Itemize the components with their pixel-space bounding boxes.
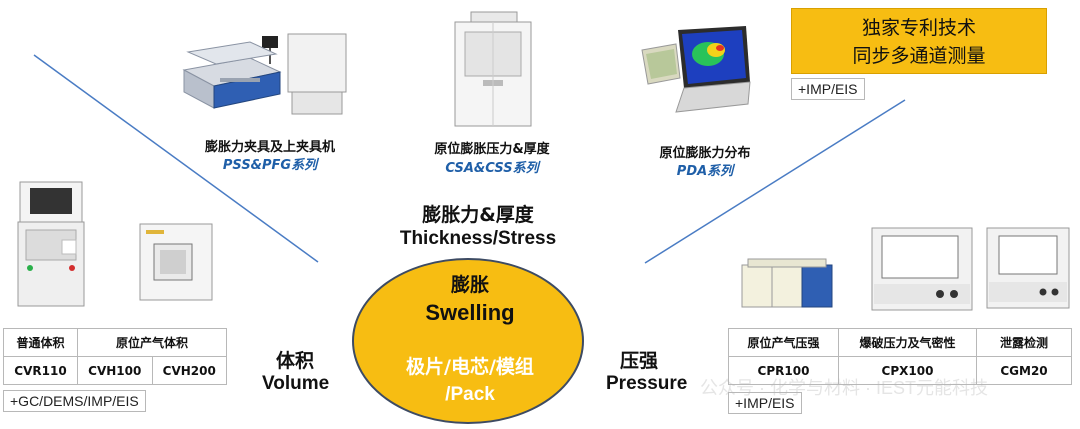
volume-header-insitu: 原位产气体积 — [77, 328, 227, 357]
distribution-caption-series: PDA系列 — [676, 164, 734, 179]
pressure-addon-note: +IMP/EIS — [728, 392, 802, 414]
pressure-model-cgm20: CGM20 — [976, 356, 1072, 385]
fixture-caption-series: PSS&PFG系列 — [222, 158, 318, 173]
right-connector-line — [644, 99, 906, 264]
pressure-label-cn: 压强 — [620, 350, 659, 372]
swelling-label-en: Swelling — [425, 300, 515, 325]
chamber-machine-image — [454, 11, 532, 127]
volume-tester-small-image — [139, 223, 213, 301]
pressure-model-cpr100: CPR100 — [728, 356, 839, 385]
thickness-stress-label-cn: 膨胀力&厚度 — [422, 204, 534, 226]
swelling-core-ellipse: 膨胀 Swelling 极片/电芯/模组 /Pack — [352, 258, 584, 424]
volume-model-cvh100: CVH100 — [77, 356, 153, 385]
patent-highlight-box: 独家专利技术 同步多通道测量 — [791, 8, 1047, 74]
patent-line-2: 同步多通道测量 — [852, 45, 986, 67]
pressure-tester-cpx-image — [871, 227, 973, 311]
volume-model-cvr110: CVR110 — [3, 356, 78, 385]
chamber-caption-series: CSA&CSS系列 — [445, 161, 539, 176]
pressure-product-table: 原位产气压强 爆破压力及气密性 泄露检测 CPR100 CPX100 CGM20 — [728, 328, 1072, 385]
pressure-label-en: Pressure — [606, 373, 688, 394]
laptop-pressure-map-image — [641, 26, 751, 113]
scope-label-line-1: 极片/电芯/模组 — [406, 356, 534, 378]
pressure-tester-cgm-image — [986, 227, 1070, 309]
patent-line-1: 独家专利技术 — [861, 17, 976, 39]
watermark-text: 公众号 · 化学与材料 · IEST元能科技 — [700, 378, 988, 398]
table-row: CVR110 CVH100 CVH200 — [3, 356, 227, 385]
table-row: 原位产气压强 爆破压力及气密性 泄露检测 — [728, 328, 1072, 357]
pressure-header-leak: 泄露检测 — [976, 328, 1072, 357]
top-right-addon-note: +IMP/EIS — [791, 78, 865, 100]
table-row: 普通体积 原位产气体积 — [3, 328, 227, 357]
swelling-label-cn: 膨胀 — [450, 274, 489, 296]
pressure-header-burst: 爆破压力及气密性 — [838, 328, 977, 357]
volume-header-normal: 普通体积 — [3, 328, 78, 357]
pressure-model-cpx100: CPX100 — [838, 356, 977, 385]
pressure-header-insitu: 原位产气压强 — [728, 328, 839, 357]
thickness-stress-label-en: Thickness/Stress — [399, 228, 557, 249]
volume-label-cn: 体积 — [276, 350, 315, 372]
volume-label-en: Volume — [262, 373, 330, 394]
fixture-machine-image — [182, 33, 347, 115]
table-row: CPR100 CPX100 CGM20 — [728, 356, 1072, 385]
volume-model-cvh200: CVH200 — [151, 356, 227, 385]
left-connector-line — [33, 54, 319, 263]
distribution-caption-cn: 原位膨胀力分布 — [659, 146, 751, 161]
volume-product-table: 普通体积 原位产气体积 CVR110 CVH100 CVH200 — [3, 328, 227, 385]
volume-tester-large-image — [17, 181, 85, 307]
scope-label-line-2: /Pack — [445, 384, 495, 405]
chamber-caption-cn: 原位膨胀压力&厚度 — [434, 142, 550, 157]
pressure-tester-cpr-image — [741, 258, 833, 308]
volume-addon-note: +GC/DEMS/IMP/EIS — [3, 390, 146, 412]
fixture-caption-cn: 膨胀力夹具及上夹具机 — [204, 140, 335, 155]
